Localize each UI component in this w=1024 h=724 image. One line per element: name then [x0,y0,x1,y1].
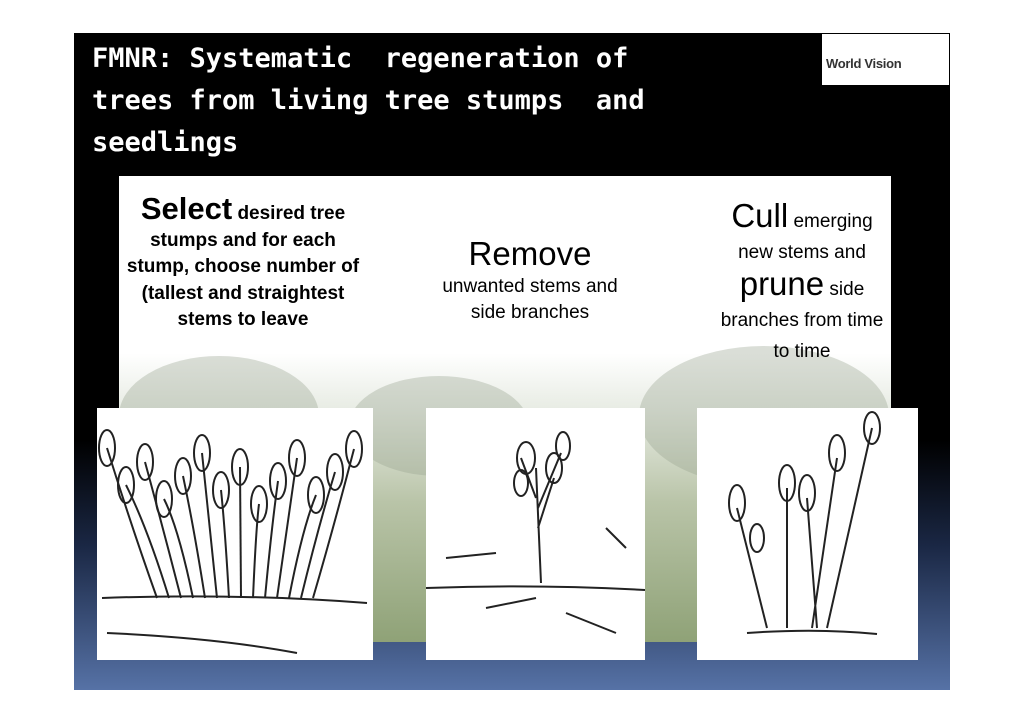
step-remove: Remove unwanted stems and side branches [430,234,630,326]
step-cull-keyword: Cull [731,197,789,234]
sketch-pruned-stump [425,408,646,660]
sketch-regrown-stems [697,408,918,660]
star-icon: ✦ [927,36,943,56]
sketch-bushy-stump [97,408,373,660]
step-cull-text: emerging new stems and [738,211,873,263]
step-remove-text: unwanted stems and side branches [442,276,618,323]
world-vision-logo: ✦ World Vision [822,34,949,85]
step-select-text: desired tree stumps and for each stump, … [126,203,360,330]
slide-title: FMNR: Systematic regeneration of trees f… [92,43,645,158]
logo-text: World Vision [826,56,902,71]
step-select: Select desired tree stumps and for each … [124,193,362,334]
step-prune-text: side branches from time to time [720,279,884,362]
step-cull-prune: Cull emerging new stems and prune side b… [712,197,892,367]
step-select-keyword: Select [140,191,233,226]
step-prune-keyword: prune [739,265,825,302]
step-remove-keyword: Remove [468,235,592,272]
